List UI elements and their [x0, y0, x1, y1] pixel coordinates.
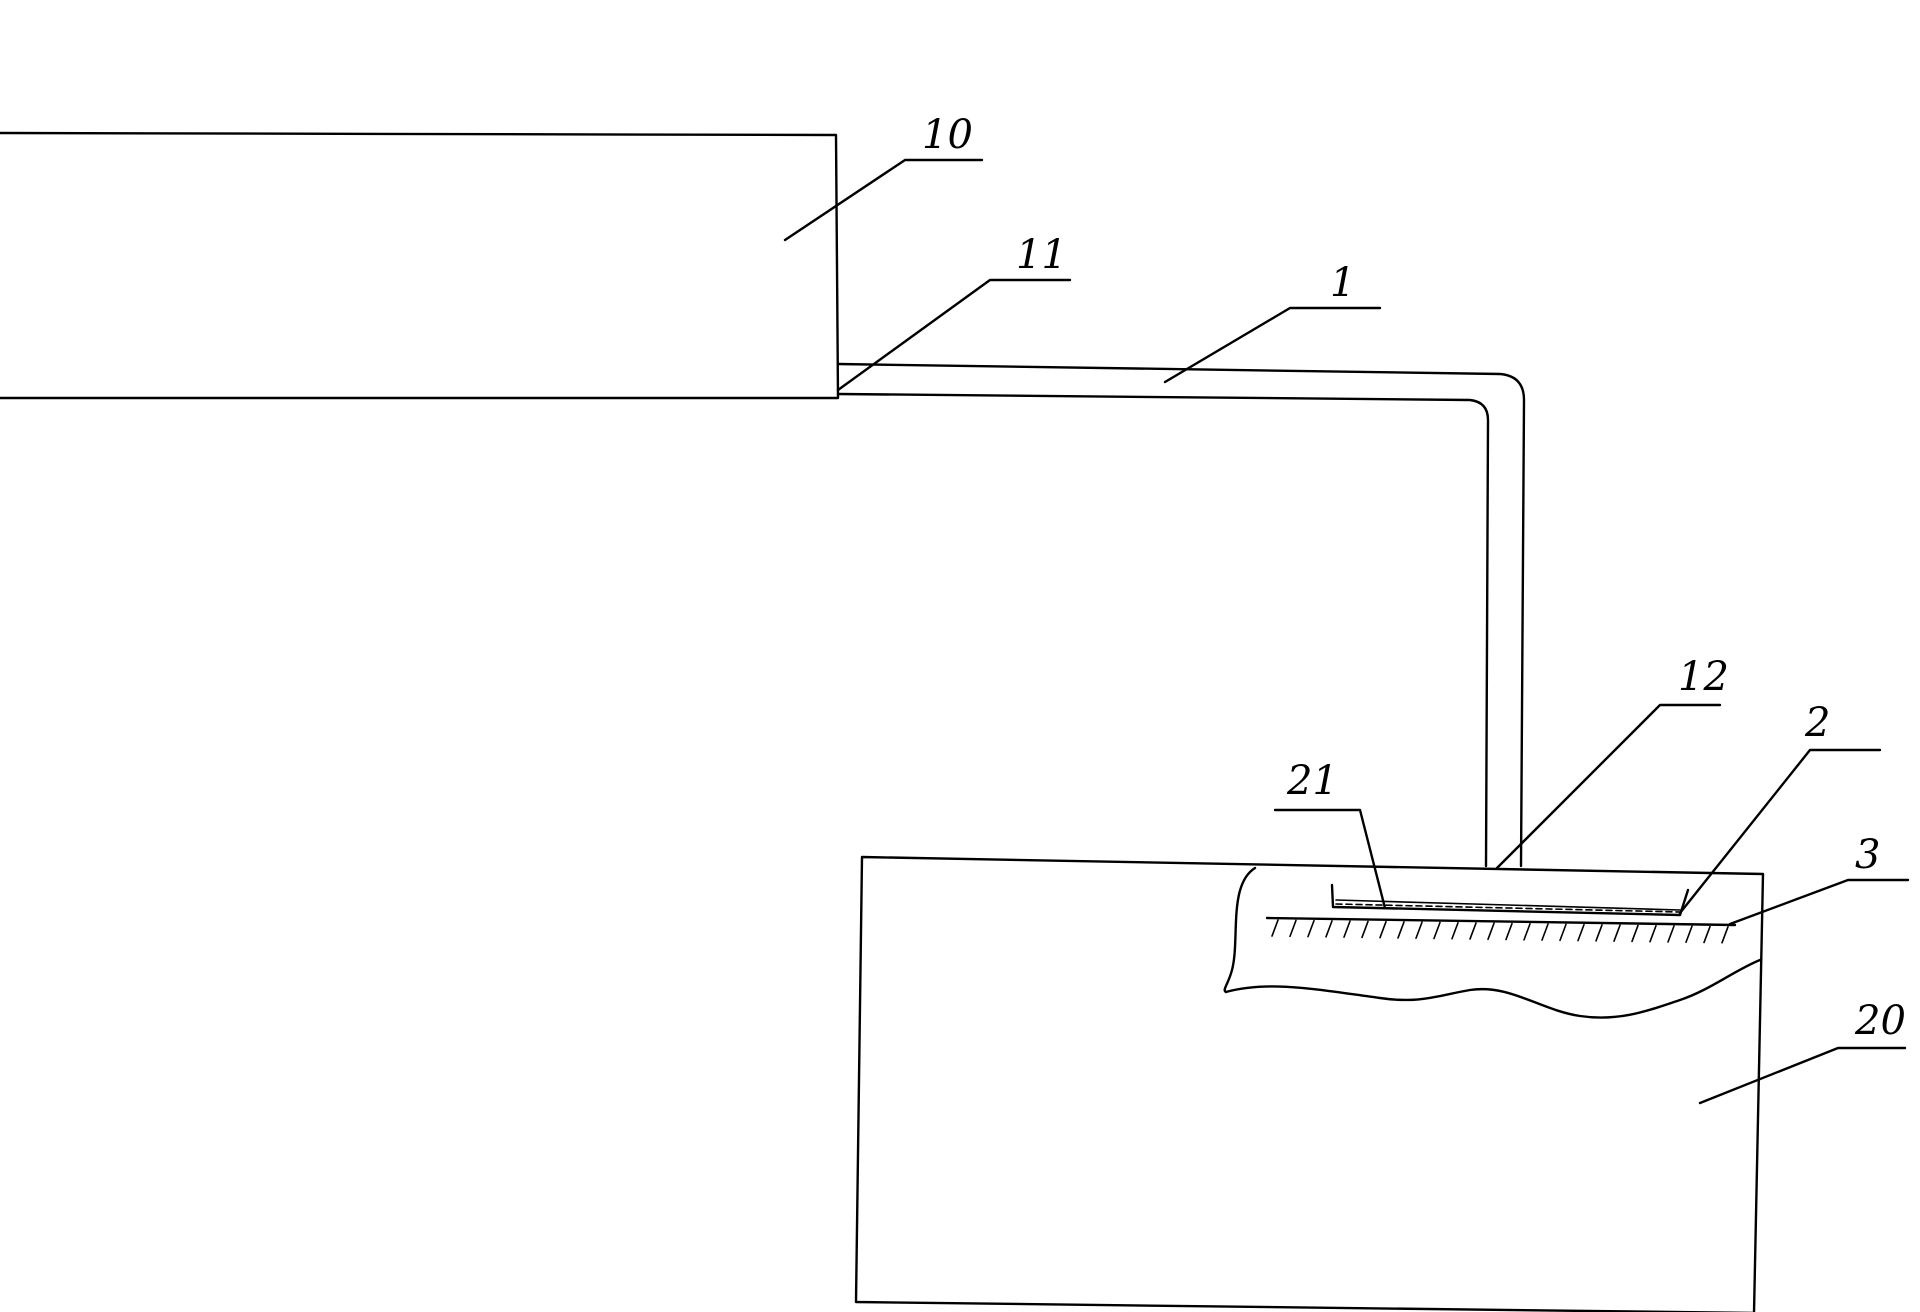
hatch-mark	[1487, 922, 1495, 941]
cutaway-section	[1223, 866, 1762, 1019]
hatched-layer	[1265, 916, 1737, 944]
leader-1	[1163, 306, 1382, 384]
label-21: 21	[1286, 758, 1338, 804]
hatch-marks	[1271, 919, 1729, 944]
hatch-mark	[1505, 922, 1513, 941]
leader-2	[1678, 748, 1882, 915]
leader-3	[1728, 878, 1910, 926]
pipe	[836, 362, 1526, 868]
leader-21	[1273, 808, 1387, 910]
hatch-mark	[1289, 919, 1297, 938]
hatch-mark	[1325, 920, 1333, 938]
tray	[1330, 883, 1690, 917]
hatch-mark	[1667, 925, 1675, 943]
label-12: 12	[1678, 654, 1729, 700]
hatch-mark	[1631, 924, 1639, 943]
hatch-mark	[1451, 921, 1459, 940]
leader-lines	[783, 158, 1910, 1105]
hatch-mark	[1379, 920, 1387, 939]
hatch-mark	[1559, 923, 1567, 942]
hatch-mark	[1523, 923, 1531, 941]
hatch-mark	[1613, 924, 1621, 942]
leader-11	[836, 278, 1072, 392]
label-10: 10	[922, 112, 973, 158]
reference-labels: 10 11 1 12 2 21 3 20	[922, 112, 1906, 1044]
hatch-mark	[1361, 920, 1369, 939]
leader-20	[1698, 1046, 1907, 1105]
hatch-mark	[1649, 924, 1657, 943]
hatch-mark	[1541, 923, 1549, 941]
hatch-mark	[1307, 919, 1315, 938]
label-3: 3	[1855, 832, 1880, 878]
hatch-mark	[1469, 922, 1477, 940]
leader-10	[783, 158, 984, 242]
hatch-mark	[1577, 923, 1585, 942]
lower-block	[854, 855, 1765, 1312]
hatch-mark	[1271, 919, 1279, 937]
label-1: 1	[1330, 260, 1355, 306]
label-20: 20	[1854, 998, 1906, 1044]
hatch-mark	[1703, 925, 1711, 944]
hatch-mark	[1343, 920, 1351, 938]
upper-block	[0, 131, 840, 400]
hatch-mark	[1595, 924, 1603, 942]
hatch-mark	[1415, 921, 1423, 940]
hatch-mark	[1721, 926, 1729, 944]
label-2: 2	[1804, 700, 1830, 746]
hatch-mark	[1433, 921, 1441, 940]
label-11: 11	[1016, 232, 1067, 278]
hatch-mark	[1397, 921, 1405, 939]
leader-12	[1495, 703, 1722, 870]
hatch-mark	[1685, 925, 1693, 944]
